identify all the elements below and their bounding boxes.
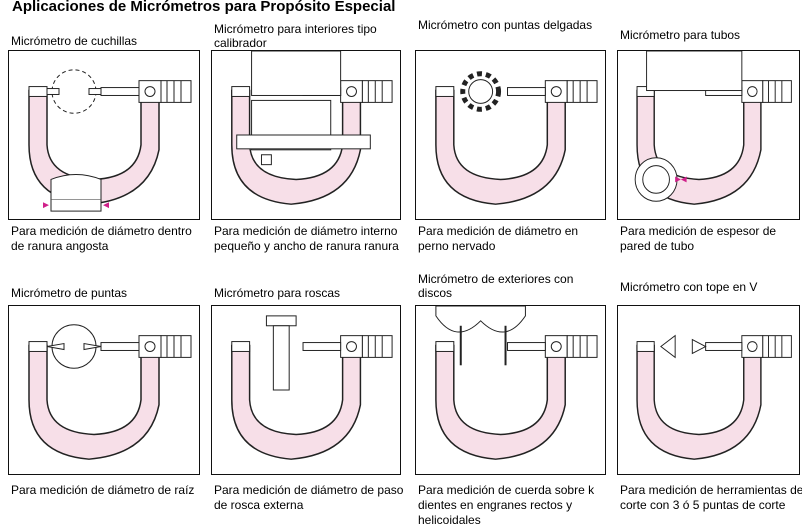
panel-caption: Para medición de herramientas de corte c… bbox=[620, 483, 802, 512]
panel-title: Micrómetro de puntas bbox=[11, 286, 128, 300]
panel-title: Micrómetro para tubos bbox=[620, 28, 741, 42]
panel-title: Micrómetro de exteriores con discos bbox=[418, 272, 574, 300]
blade-micrometer-icon bbox=[8, 50, 200, 220]
point-micrometer-icon bbox=[8, 305, 200, 475]
v-anvil-micrometer-icon bbox=[617, 305, 800, 475]
panel-caption: Para medición de diámetro en perno nerva… bbox=[418, 224, 579, 253]
panel-title: Micrómetro para interiores tipo calibrad… bbox=[214, 22, 377, 50]
panel-caption: Para medición de diámetro dentro de ranu… bbox=[11, 224, 192, 253]
panel-title: Micrómetro de cuchillas bbox=[11, 34, 138, 48]
disc-micrometer-icon bbox=[415, 305, 606, 475]
thread-micrometer-icon bbox=[211, 305, 401, 475]
caliper-inside-micrometer-icon bbox=[211, 50, 401, 220]
panel-title: Micrómetro para roscas bbox=[214, 286, 341, 300]
slim-point-micrometer-icon bbox=[415, 50, 606, 220]
panel-caption: Para medición de espesor de pared de tub… bbox=[620, 224, 777, 253]
panel-caption: Para medición de diámetro de raíz bbox=[11, 483, 195, 497]
panel-caption: Para medición de diámetro de paso de ros… bbox=[214, 483, 404, 512]
tube-micrometer-icon bbox=[617, 50, 800, 220]
panel-caption: Para medición de cuerda sobre k dientes … bbox=[418, 483, 595, 527]
panel-title: Micrómetro con puntas delgadas bbox=[418, 18, 593, 32]
panel-title: Micrómetro con tope en V bbox=[620, 280, 758, 294]
page-title: Aplicaciones de Micrómetros para Propósi… bbox=[12, 0, 396, 15]
panel-caption: Para medición de diámetro interno pequeñ… bbox=[214, 224, 399, 253]
